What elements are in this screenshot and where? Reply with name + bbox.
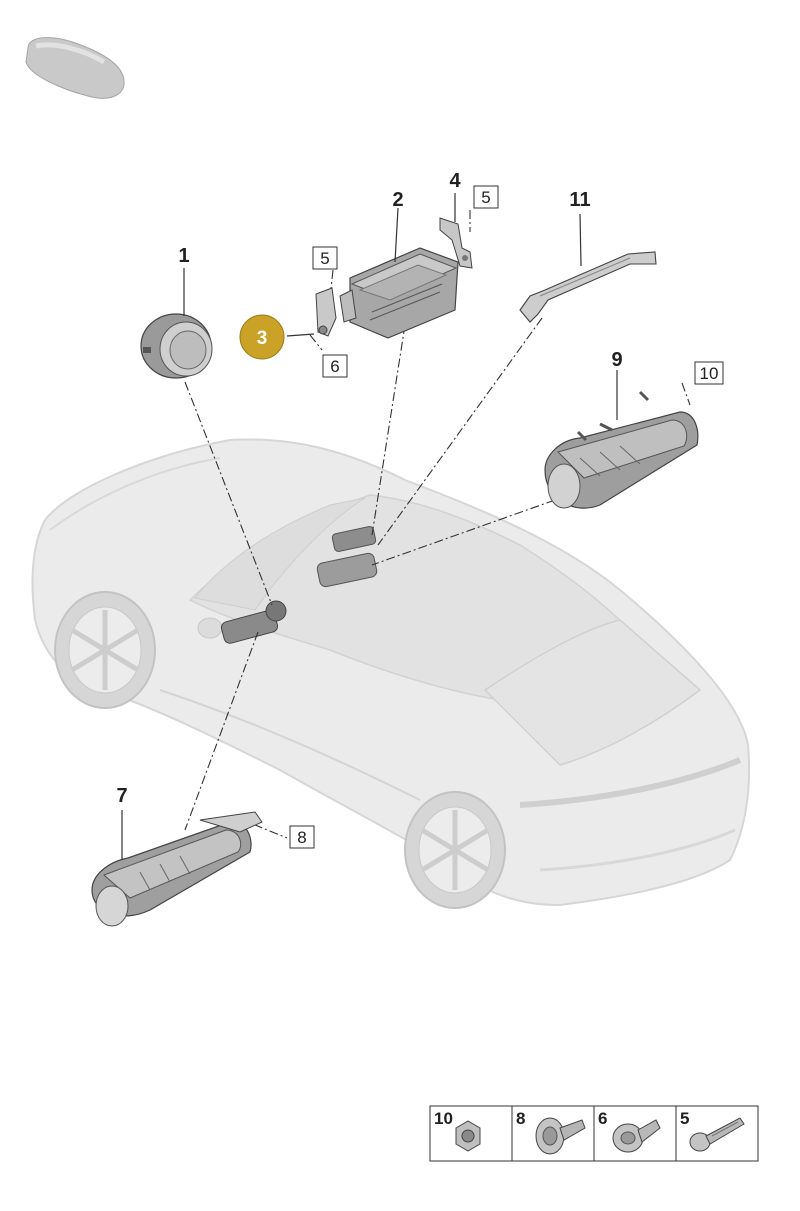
rail-part-11[interactable] <box>519 251 657 323</box>
in-car-side-airbag-module <box>220 600 287 644</box>
callout-5-left: 5 <box>320 249 329 268</box>
callout-5-right: 5 <box>481 188 490 207</box>
highlighted-callout-3[interactable]: 3 <box>239 314 285 360</box>
car-body <box>31 438 751 909</box>
callout-box-8: 8 <box>289 825 315 849</box>
callout-11: 11 <box>569 189 590 211</box>
legend-number-10: 10 <box>434 1109 453 1128</box>
flange-bolt-icon <box>535 1117 586 1155</box>
driver-airbag-part[interactable] <box>140 313 213 379</box>
callout-box-5-left: 5 <box>312 246 338 270</box>
callout-7: 7 <box>116 785 127 807</box>
side-airbag-part-7[interactable] <box>91 811 263 927</box>
callout-4: 4 <box>449 170 461 192</box>
legend-number-5: 5 <box>680 1109 689 1128</box>
callout-box-5-right: 5 <box>473 185 499 209</box>
long-bolt-icon <box>689 1117 745 1152</box>
legend-number-6: 6 <box>598 1109 607 1128</box>
passenger-airbag-part[interactable] <box>349 247 459 339</box>
fastener-legend: 10 8 6 5 <box>429 1105 759 1162</box>
airbag-module-part-9[interactable] <box>544 390 699 509</box>
torx-screw-icon <box>612 1119 661 1153</box>
legend-number-8: 8 <box>516 1109 525 1128</box>
callout-box-6: 6 <box>322 354 348 378</box>
callout-10: 10 <box>700 364 719 383</box>
callout-6: 6 <box>330 357 339 376</box>
callout-1: 1 <box>178 245 189 267</box>
assembly-leader-lines <box>184 210 691 839</box>
callout-3: 3 <box>257 328 268 349</box>
bracket-part-3[interactable] <box>315 287 357 337</box>
callout-9: 9 <box>611 349 622 371</box>
callout-box-10: 10 <box>694 361 724 385</box>
hex-nut-icon <box>455 1120 481 1152</box>
callout-2: 2 <box>392 189 403 211</box>
car-thumbnail-icon[interactable] <box>25 37 125 99</box>
bracket-part-4[interactable] <box>439 217 473 269</box>
callout-8: 8 <box>297 828 306 847</box>
